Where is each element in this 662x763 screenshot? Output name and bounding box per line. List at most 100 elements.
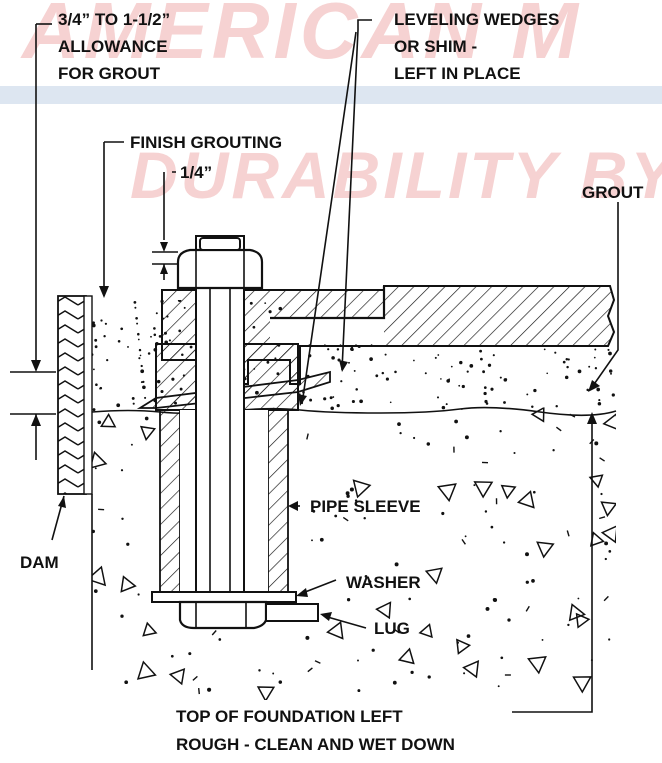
aggregate-dot xyxy=(272,672,275,675)
grout-dot xyxy=(340,380,343,383)
grout-dot xyxy=(92,368,95,371)
aggregate-dot xyxy=(357,689,361,693)
aggregate-dot xyxy=(334,514,338,518)
aggregate-stone xyxy=(527,656,547,675)
grout-dot xyxy=(487,363,492,367)
grout-dot xyxy=(526,393,529,396)
aggregate-dot xyxy=(278,680,283,684)
grout-dot xyxy=(140,369,145,374)
grout-dot xyxy=(142,385,146,390)
grout-dot xyxy=(469,364,474,368)
grout-dot xyxy=(554,351,557,354)
leveling-arrow-2 xyxy=(298,394,307,406)
aggregate-dot xyxy=(311,539,313,542)
aggregate-stone xyxy=(600,524,616,544)
aggregate-stone xyxy=(142,621,158,637)
aggregate-stone xyxy=(456,638,472,655)
aggregate-dot xyxy=(392,680,397,685)
quarter-inch-leader xyxy=(163,171,176,240)
aggregate-dash xyxy=(342,516,349,522)
aggregate-stone xyxy=(99,412,117,428)
aggregate-stone xyxy=(352,479,372,499)
grout-dot xyxy=(499,376,502,379)
grout-dot xyxy=(138,348,142,352)
aggregate-dash xyxy=(555,426,562,432)
grout-dot xyxy=(92,408,96,412)
aggregate-dot xyxy=(408,597,412,601)
grout-dot xyxy=(309,398,313,402)
lug-leader xyxy=(323,615,367,629)
grout-dot xyxy=(611,393,615,397)
aggregate-dot xyxy=(594,441,599,446)
grout-dot xyxy=(588,365,591,368)
aggregate-dot xyxy=(485,606,490,611)
aggregate-dot xyxy=(188,652,192,656)
aggregate-dash xyxy=(394,629,400,634)
aggregate-dot xyxy=(464,435,469,440)
grout-leader xyxy=(589,202,619,391)
aggregate-dash xyxy=(525,605,530,612)
base-cutout xyxy=(270,318,384,344)
grout-dot xyxy=(120,327,124,331)
foundation-arrow xyxy=(587,412,597,424)
grout-dot xyxy=(351,399,355,404)
grout-dot xyxy=(577,369,582,374)
grout-dot xyxy=(586,388,589,392)
dam-arrow xyxy=(58,496,66,508)
foundation-aggregate xyxy=(92,407,616,700)
grout-dot xyxy=(139,354,142,357)
grout-dot xyxy=(351,348,354,351)
grout-dot xyxy=(482,370,486,374)
dam-inner-board xyxy=(83,295,93,495)
grout-dot xyxy=(394,370,397,374)
grout-dot xyxy=(413,359,415,362)
aggregate-stone xyxy=(418,623,433,639)
grout-dot xyxy=(483,386,487,389)
allowance-arrow-top xyxy=(31,360,41,372)
aggregate-dot xyxy=(608,638,611,641)
grout-dot xyxy=(567,358,570,361)
grout-dot xyxy=(92,323,96,328)
grout-dot xyxy=(158,335,162,338)
aggregate-dot xyxy=(363,516,366,520)
grout-dot xyxy=(127,345,129,348)
grout-dot xyxy=(543,348,546,351)
aggregate-dash xyxy=(566,530,570,537)
aggregate-stone xyxy=(256,686,276,700)
grout-dot xyxy=(436,396,440,399)
aggregate-dot xyxy=(473,484,476,487)
grout-label: GROUT xyxy=(582,183,644,202)
washer-label: WASHER xyxy=(346,573,421,592)
foundation-leader xyxy=(512,414,593,713)
grout-dot xyxy=(336,348,340,351)
grout-dot xyxy=(104,322,107,325)
leveling-leader-1 xyxy=(341,19,372,371)
aggregate-dot xyxy=(130,443,133,446)
aggregate-dot xyxy=(368,580,372,584)
aggregate-dot xyxy=(466,634,471,638)
dam xyxy=(57,295,87,495)
grout-dot xyxy=(594,348,597,351)
grout-dot xyxy=(150,335,152,338)
aggregate-dot xyxy=(427,675,431,679)
aggregate-stone xyxy=(397,647,415,665)
grout-dot xyxy=(479,349,483,353)
aggregate-stone xyxy=(136,660,157,680)
aggregate-dot xyxy=(604,541,609,546)
aggregate-dot xyxy=(577,597,580,600)
grout-dot xyxy=(440,378,442,380)
aggregate-dot xyxy=(305,635,310,640)
grout-dot xyxy=(94,345,98,349)
quarter-inch-arrow-top xyxy=(160,242,168,252)
grout-dot xyxy=(138,357,141,360)
grout-dot xyxy=(92,321,95,325)
pipe-sleeve-right-wall xyxy=(267,409,289,593)
aggregate-dot xyxy=(464,535,467,538)
grout-dot xyxy=(95,383,98,387)
grout-dot xyxy=(117,339,121,343)
grout-dot xyxy=(323,397,327,401)
aggregate-dash xyxy=(211,630,217,636)
aggregate-dot xyxy=(441,511,445,516)
aggregate-dot xyxy=(604,557,607,561)
